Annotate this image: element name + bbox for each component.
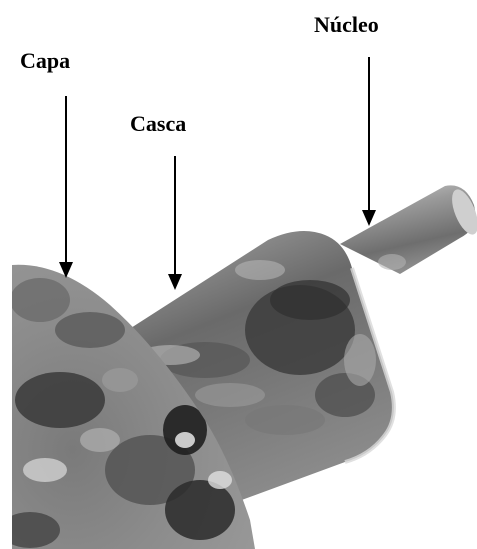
arrow-casca — [168, 156, 182, 290]
core-cylinder — [340, 185, 477, 274]
arrow-nucleo — [362, 57, 376, 226]
label-capa: Capa — [20, 50, 70, 72]
label-nucleo: Núcleo — [314, 14, 379, 36]
label-casca: Casca — [130, 113, 186, 135]
arrow-capa — [59, 96, 73, 278]
